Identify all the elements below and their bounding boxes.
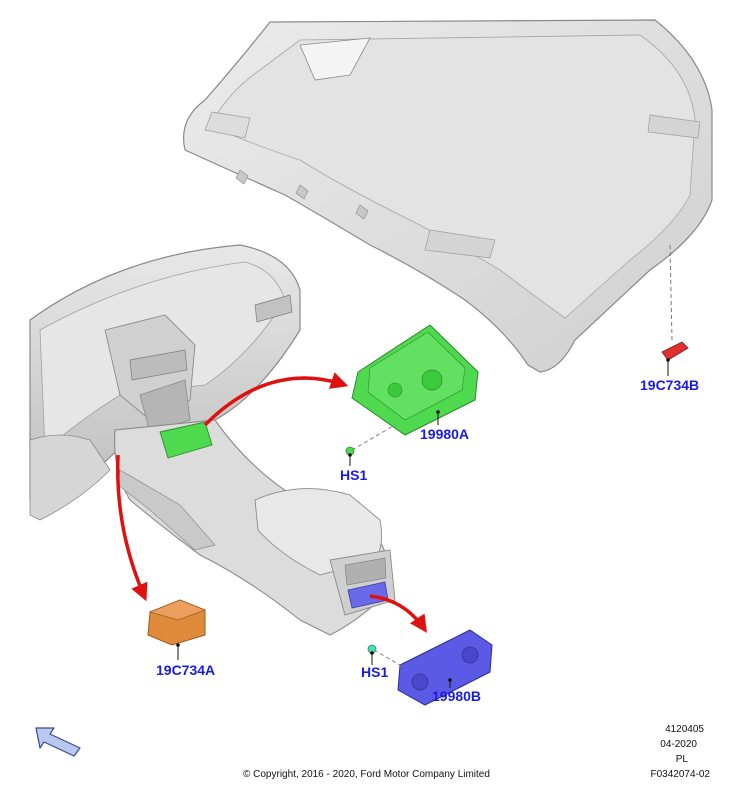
arrow-left-module	[115, 454, 148, 602]
center-console	[114, 419, 396, 636]
instrument-panel	[29, 244, 301, 521]
rear-climate-control-panel	[397, 629, 493, 706]
headliner	[183, 19, 713, 373]
callout-19c734a: 19C734A	[156, 662, 216, 678]
leader-lines	[177, 360, 669, 688]
doc-region: PL	[675, 754, 688, 765]
arrow-rear-control	[369, 594, 427, 633]
callout-hs1-front: HS1	[340, 467, 368, 483]
leader-dots	[176, 358, 670, 682]
front-screw	[345, 424, 396, 456]
left-module	[147, 599, 206, 646]
front-direction-arrow-icon	[35, 727, 81, 757]
doc-number: 4120405	[665, 724, 704, 735]
front-control-installed	[159, 421, 213, 459]
callout-19980a: 19980A	[420, 426, 470, 442]
rear-screw	[367, 644, 406, 669]
arrow-front-control	[203, 372, 349, 427]
headliner-lamp	[661, 341, 689, 361]
front-climate-control-panel	[351, 324, 479, 436]
figure-id: F0342074-02	[650, 769, 711, 780]
callout-hs1-rear: HS1	[361, 664, 389, 680]
callout-19c734b: 19C734B	[640, 377, 700, 393]
callout-19980b: 19980B	[432, 688, 482, 704]
copyright: © Copyright, 2016 - 2020, Ford Motor Com…	[243, 769, 490, 780]
doc-date: 04-2020	[660, 739, 697, 750]
